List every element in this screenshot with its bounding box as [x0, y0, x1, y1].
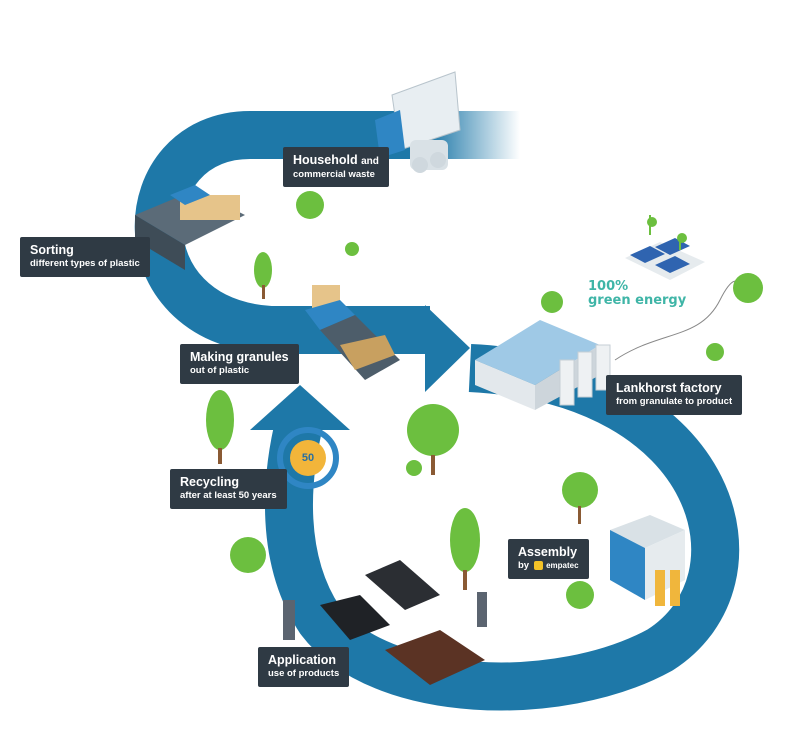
garbage-truck-icon	[375, 71, 461, 173]
household-subtitle: commercial waste	[293, 168, 375, 180]
energy-label: green energy	[588, 292, 687, 308]
factory-title: Lankhorst factory	[616, 381, 722, 395]
fifty-years-badge: 50	[290, 440, 326, 476]
household-title: Household	[293, 153, 358, 167]
factory-subtitle: from granulate to product	[616, 396, 733, 408]
granules-subtitle: out of plastic	[190, 365, 250, 377]
granule-machine-icon	[305, 285, 400, 380]
green-energy-text: 100% green energy	[588, 280, 686, 307]
recycling-title: Recycling	[180, 475, 240, 489]
empatec-logo-icon	[534, 561, 544, 571]
assembly-booth-icon	[610, 515, 685, 606]
assembly-title: Assembly	[518, 545, 578, 559]
arrow-to-factory	[425, 305, 470, 392]
label-sorting: Sorting different types of plastic	[20, 237, 150, 278]
label-assembly: Assembly by empatec	[508, 539, 589, 580]
label-granules: Making granules out of plastic	[180, 344, 299, 385]
empatec-brand: empatec	[546, 561, 579, 571]
lankhorst-factory-icon	[475, 320, 611, 410]
application-title: Application	[268, 653, 337, 667]
product-benches-icon	[283, 560, 487, 685]
solar-panels-icon	[625, 215, 705, 280]
tree-trunks	[218, 285, 581, 590]
sorting-title: Sorting	[30, 243, 74, 257]
arrow-recycling	[250, 385, 350, 430]
label-factory: Lankhorst factory from granulate to prod…	[606, 375, 743, 416]
household-title-suffix: and	[361, 156, 379, 167]
stopwatch-ring	[277, 427, 339, 489]
granules-title: Making granules	[190, 350, 289, 364]
assembly-by: by	[518, 560, 530, 572]
label-application: Application use of products	[258, 647, 350, 688]
sorting-machine-icon	[135, 185, 245, 270]
energy-percent: 100%	[588, 279, 629, 294]
empatec-logo: empatec	[534, 561, 579, 571]
sorting-subtitle: different types of plastic	[30, 258, 140, 270]
label-household: Household and commercial waste	[283, 147, 389, 188]
application-subtitle: use of products	[268, 668, 340, 680]
recycling-subtitle: after at least 50 years	[180, 490, 277, 502]
trees	[206, 191, 763, 609]
label-recycling: Recycling after at least 50 years	[170, 469, 287, 510]
